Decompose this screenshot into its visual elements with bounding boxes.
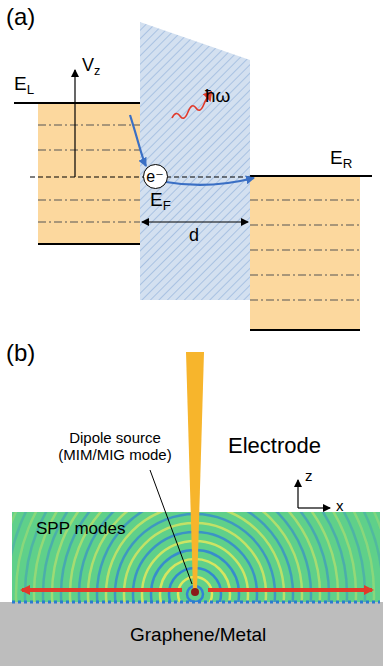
electron-path (130, 115, 146, 166)
energy-label: ER (330, 148, 352, 172)
left-electrode (38, 103, 140, 244)
left-bottom (38, 243, 140, 245)
right-bottom (250, 329, 360, 331)
vz-axis (74, 70, 75, 177)
callout-label: SPP modes (36, 520, 125, 539)
spp-surface (12, 601, 380, 604)
panel-label: (b) (6, 340, 35, 366)
photon-wave (172, 98, 210, 119)
leader-line (150, 470, 192, 584)
dipole-source (191, 588, 199, 596)
z-axis (297, 480, 298, 508)
energy-label: EF (150, 190, 171, 214)
node-text: e⁻ (146, 167, 163, 186)
x-axis (298, 507, 330, 508)
width-arrow (142, 221, 248, 222)
substrate-band: Graphene/Metal (0, 603, 383, 666)
axis-label: z (305, 468, 313, 485)
spp-arrow (208, 588, 372, 592)
panel-label: (a) (6, 4, 35, 30)
photon-label: ħω (205, 86, 230, 107)
electron-symbol: e⁻ (143, 164, 168, 189)
electron-path (166, 178, 254, 185)
electrode-tip (186, 352, 204, 590)
dimension-label: d (189, 226, 199, 246)
right-electrode (250, 176, 360, 330)
tunnel-barrier (140, 22, 250, 300)
right-level (250, 175, 372, 177)
axis-label: x (336, 498, 344, 515)
spp-arrow (22, 588, 182, 592)
axis-label: Vz (82, 56, 100, 79)
part-label: Electrode (228, 434, 321, 458)
fermi-level (30, 176, 250, 177)
energy-label: EL (14, 74, 34, 98)
callout-label: Dipole source (MIM/MIG mode) (40, 430, 190, 463)
left-level (14, 102, 140, 104)
substrate (0, 602, 383, 666)
node-text: Graphene/Metal (130, 624, 266, 646)
